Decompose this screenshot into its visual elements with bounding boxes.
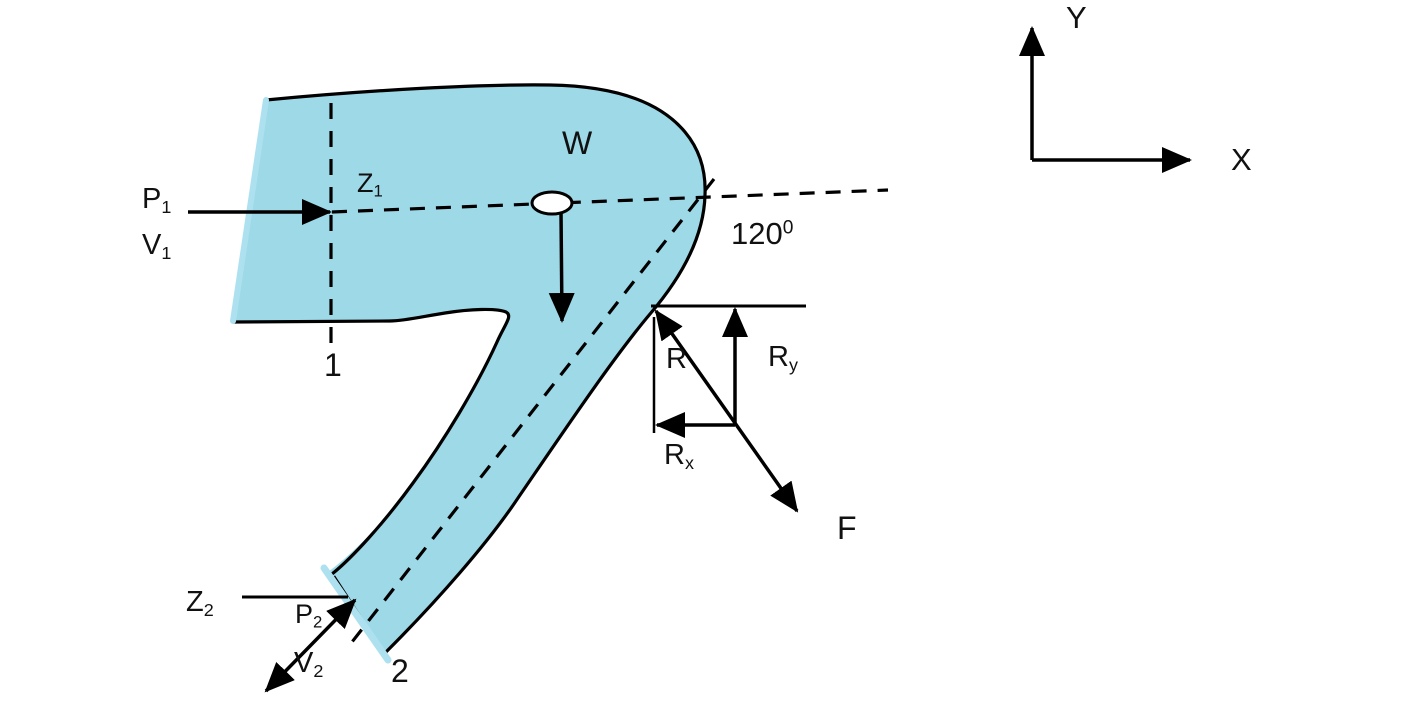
centerline-lower-dashed bbox=[350, 178, 716, 643]
p2-v2-arrow bbox=[264, 598, 357, 693]
pipe-outline-inner bbox=[231, 307, 511, 576]
label-v1-sub: 1 bbox=[161, 243, 172, 264]
label-angle-base: 120 bbox=[731, 216, 783, 251]
label-v1-base: V bbox=[142, 229, 162, 261]
label-rx-sub: x bbox=[684, 453, 694, 474]
label-rx-base: R bbox=[664, 439, 685, 471]
label-v2-base: V bbox=[294, 647, 314, 679]
label-ry-sub: y bbox=[788, 355, 798, 376]
label-z2-sub: 2 bbox=[203, 600, 214, 621]
label-r: R bbox=[666, 343, 687, 375]
label-ry-base: R bbox=[768, 341, 789, 373]
r-f-arrow bbox=[654, 309, 799, 513]
label-p2: P2 bbox=[295, 601, 322, 631]
label-v2-sub: 2 bbox=[313, 661, 324, 682]
pipe-outline-outer bbox=[264, 83, 707, 654]
label-angle: 1200 bbox=[731, 218, 793, 249]
label-axis-y: Y bbox=[1066, 0, 1087, 35]
weight-arrow bbox=[548, 211, 575, 323]
centerline-upper-dashed bbox=[331, 188, 889, 214]
label-ry: Ry bbox=[768, 341, 798, 376]
label-z1-base: Z bbox=[357, 168, 374, 198]
label-rx: Rx bbox=[664, 439, 694, 474]
label-angle-sup: 0 bbox=[782, 217, 794, 239]
label-axis-x: X bbox=[1231, 142, 1252, 177]
label-z2: Z2 bbox=[186, 586, 214, 621]
label-p1-base: P bbox=[142, 183, 162, 215]
label-p1: P1 bbox=[142, 183, 172, 218]
label-weight: W bbox=[562, 125, 593, 161]
pipe-body bbox=[233, 84, 706, 653]
label-v2: V2 bbox=[294, 647, 324, 682]
label-p2-sub: 2 bbox=[313, 612, 323, 632]
label-v1: V1 bbox=[142, 229, 172, 264]
label-z2-base: Z bbox=[186, 586, 204, 618]
label-f: F bbox=[837, 510, 857, 546]
label-p2-base: P bbox=[295, 599, 314, 629]
label-section-1: 1 bbox=[324, 347, 342, 383]
label-p1-sub: 1 bbox=[161, 197, 172, 218]
label-section-2: 2 bbox=[391, 653, 409, 689]
label-z1-sub: 1 bbox=[373, 181, 383, 201]
centroid-ellipse bbox=[530, 190, 574, 216]
label-z1: Z1 bbox=[357, 170, 383, 200]
